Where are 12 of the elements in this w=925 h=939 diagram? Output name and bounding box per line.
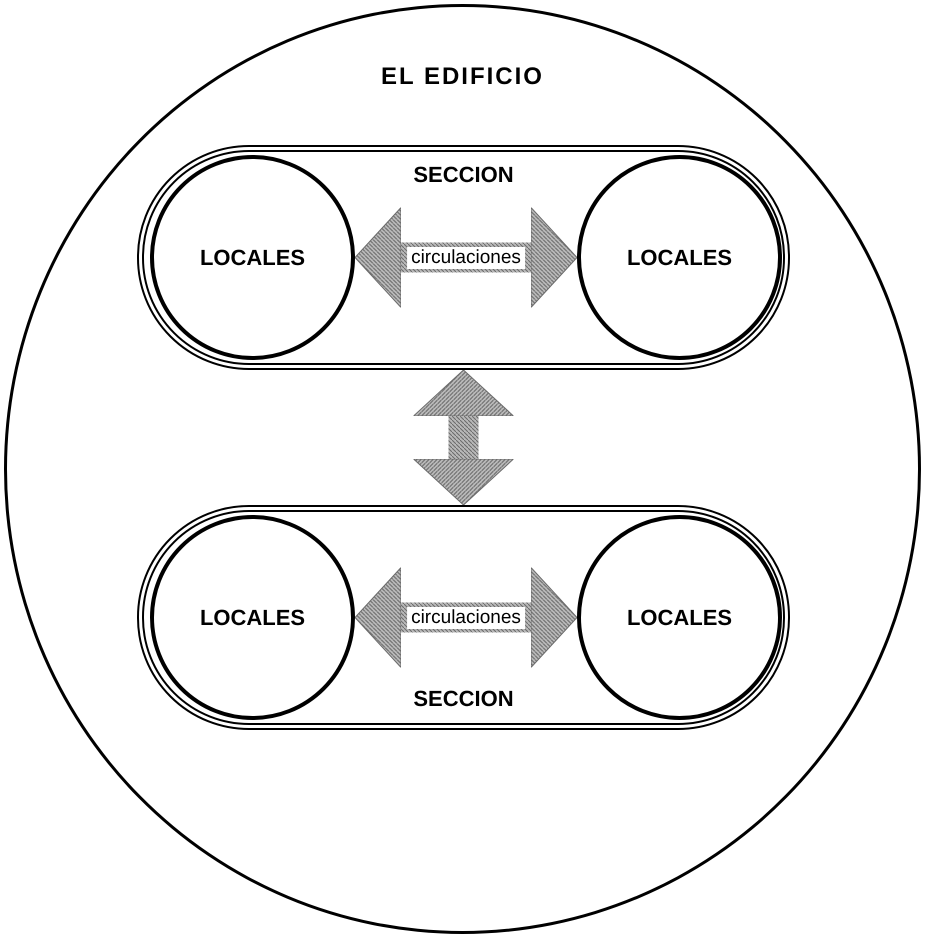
double-arrow [413,370,514,506]
edge-label: circulaciones [407,606,525,628]
edge-label: circulaciones [407,246,525,268]
room-label: LOCALES [626,604,732,632]
section-label: SECCION [413,686,514,711]
room-label: LOCALES [200,244,306,272]
section-label: SECCION [413,162,514,187]
title-label: EL EDIFICIO [381,63,544,90]
double-arrow [354,207,578,308]
room-label: LOCALES [626,244,732,272]
double-arrow [354,567,578,668]
room-label: LOCALES [200,604,306,632]
